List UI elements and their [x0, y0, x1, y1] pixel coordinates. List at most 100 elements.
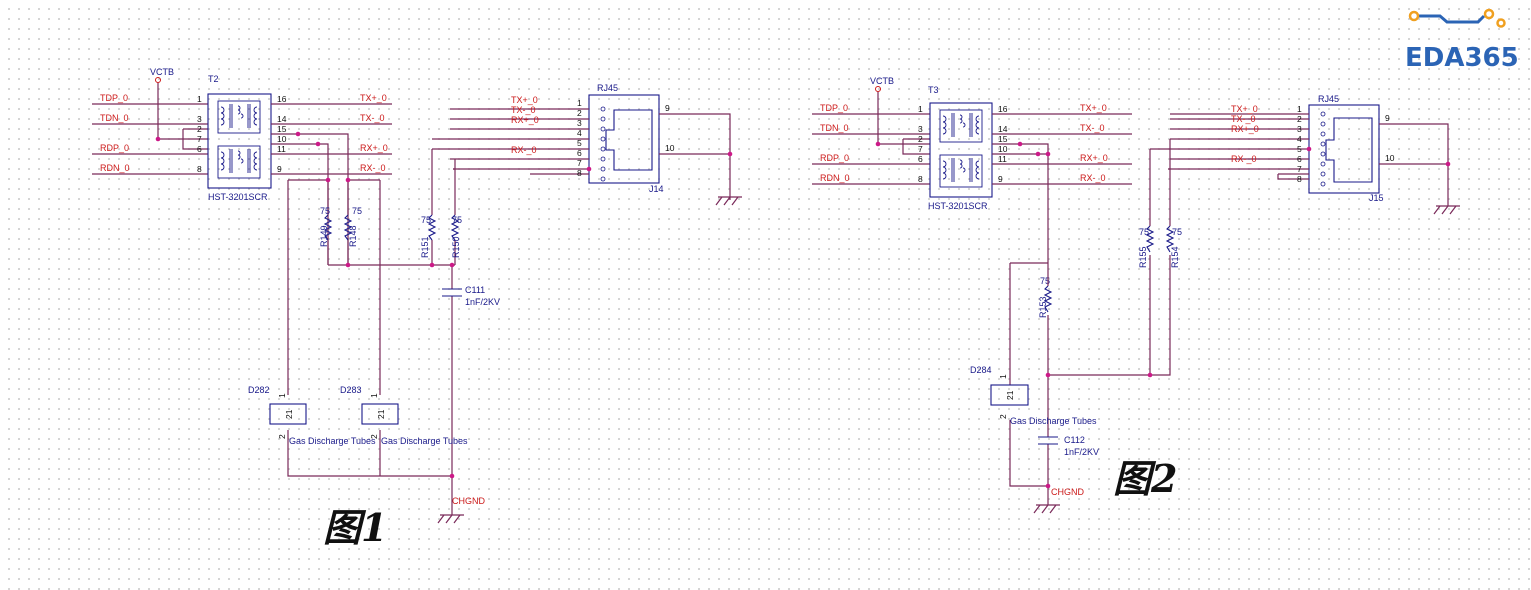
vctb-port	[875, 86, 881, 92]
rj45-pin: 6	[1297, 154, 1302, 164]
t2-pin: 3	[197, 114, 202, 124]
resistor-value: 75	[1139, 227, 1149, 237]
t2-pin: 10	[277, 134, 287, 144]
transformer-coils-icon	[939, 109, 983, 188]
capacitor-icon	[442, 288, 462, 297]
net-label-tdn: TDN_0	[820, 123, 849, 133]
gas-tube-body	[269, 403, 307, 425]
gas-tube-body-label: 21	[376, 409, 386, 419]
rj45-pin: 6	[577, 148, 582, 158]
figure-caption: 图2	[1113, 456, 1177, 501]
eda365-logo: EDA365	[1405, 8, 1519, 73]
capacitor-value: 1nF/2KV	[465, 297, 500, 307]
net-label-tdp: TDP_0	[820, 103, 848, 113]
net-label-rdn: RDN_0	[820, 173, 850, 183]
resistor-value: 75	[1172, 227, 1182, 237]
resistor-ref: R148	[348, 225, 358, 247]
gas-tube-pin: 1	[277, 393, 287, 398]
rj45-pins	[432, 106, 606, 182]
rj45-net-txp: TX+_0	[1231, 104, 1258, 114]
rj45-net-rxn: RX-_0	[1231, 154, 1257, 164]
gas-tube-ref: D282	[248, 385, 270, 395]
resistor-ref: R153	[1038, 296, 1048, 318]
t3-pin: 9	[998, 174, 1003, 184]
chassis-ground-icon	[715, 196, 742, 206]
rj45-shield-pin: 9	[1385, 113, 1390, 123]
transformer-ref: T2	[208, 74, 219, 84]
rj45-pin: 1	[577, 98, 582, 108]
net-label-txn: TX-_0	[360, 113, 385, 123]
net-label-txn: TX-_0	[1080, 123, 1105, 133]
t3-pin: 1	[918, 104, 923, 114]
transformer-coils-icon	[217, 100, 261, 179]
resistor-zigzag-icon	[1043, 225, 1175, 313]
net-label-rxp: RX+_0	[360, 143, 388, 153]
transformer-ref: T3	[928, 85, 939, 95]
gas-tube-pin: 2	[998, 414, 1008, 419]
vctb-port	[155, 77, 161, 83]
fig1-term-wires-a	[431, 138, 456, 265]
rj45-shield-wires	[659, 113, 731, 200]
rj45-jack-icon	[605, 109, 653, 171]
rj45-ref: J14	[649, 184, 664, 194]
rj45-pin: 8	[1297, 174, 1302, 184]
rj45-shield-wires	[1379, 123, 1449, 206]
rj45-pins	[1150, 111, 1326, 187]
fig1-input-wires	[92, 103, 208, 175]
rj45-pin: 5	[577, 138, 582, 148]
rj45-net-rxp: RX+_0	[1231, 124, 1259, 134]
rj45-shield-pin: 10	[1385, 153, 1395, 163]
t3-pin: 16	[998, 104, 1008, 114]
gas-tube-ref: D284	[970, 365, 992, 375]
resistor-ref: R149	[319, 225, 329, 247]
rj45-net-txn: TX-_0	[1231, 114, 1256, 124]
net-label-rxn: RX-_0	[360, 163, 386, 173]
t2-pin: 8	[197, 164, 202, 174]
capacitor-ref: C111	[465, 285, 485, 295]
gas-tube-pin: 2	[369, 434, 379, 439]
capacitor-ref: C112	[1064, 435, 1085, 445]
resistor-ref: R154	[1170, 246, 1180, 268]
resistor-ref: R150	[451, 236, 461, 258]
rj45-net-rxp: RX+_0	[511, 115, 539, 125]
rj45-jack-icon	[1325, 117, 1373, 183]
rj45-pin: 8	[577, 168, 582, 178]
resistor-value: 75	[320, 206, 330, 216]
fig2-main-wires	[1009, 262, 1049, 487]
t2-pin: 14	[277, 114, 287, 124]
rj45-pin: 1	[1297, 104, 1302, 114]
gas-tube-body	[990, 384, 1029, 406]
rj45-label: RJ45	[597, 83, 618, 93]
rj45-pin: 3	[1297, 124, 1302, 134]
junction-dots	[155, 131, 733, 479]
rj45-pin: 7	[577, 158, 582, 168]
gas-tube-body-label: 21	[1005, 390, 1015, 400]
rj45-shield-pin: 9	[665, 103, 670, 113]
rj45-net-txn: TX-_0	[511, 105, 536, 115]
t2-pin: 16	[277, 94, 287, 104]
t2-pin: 7	[197, 134, 202, 144]
chassis-ground-icon	[437, 514, 464, 524]
ground-net-label: CHGND	[452, 496, 485, 506]
t2-pin: 15	[277, 124, 287, 134]
fig2-input-wires	[812, 113, 930, 185]
fig2-term-wires	[1048, 139, 1171, 376]
ground-net-label: CHGND	[1051, 487, 1084, 497]
fig1-term-wires-b	[327, 180, 455, 266]
fig1-output-wires	[271, 103, 392, 265]
gas-tube-label: Gas Discharge Tubes	[1010, 416, 1097, 426]
net-label-rxn: RX-_0	[1080, 173, 1106, 183]
rj45-pin: 2	[1297, 114, 1302, 124]
resistor-value: 75	[1040, 276, 1050, 286]
net-label-rdn: RDN_0	[100, 163, 130, 173]
rj45-pin: 4	[1297, 134, 1302, 144]
t2-pin: 6	[197, 144, 202, 154]
t3-pin: 3	[918, 124, 923, 134]
resistor-value: 75	[452, 215, 462, 225]
vctb-label: VCTB	[870, 76, 894, 86]
gas-tube-body	[361, 403, 399, 425]
gas-tube-pin: 2	[277, 434, 287, 439]
rj45-shield-pin: 10	[665, 143, 675, 153]
t3-pin: 8	[918, 174, 923, 184]
vctb-label: VCTB	[150, 67, 174, 77]
